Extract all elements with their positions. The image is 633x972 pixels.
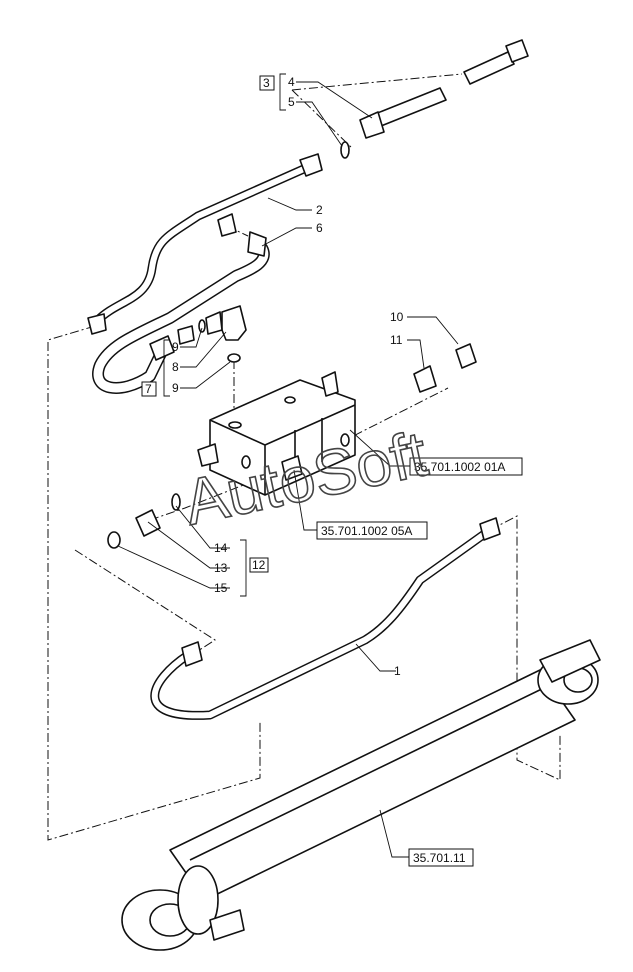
callout-12-box [249,557,269,573]
fitting-12 [107,493,181,549]
part-15-oring [107,531,121,549]
ref-box-cylinder [408,848,474,867]
tube-2 [87,153,323,335]
part-13-adapter [135,509,161,537]
part-10-cap [455,343,477,369]
tube-assembly-3 [340,39,529,159]
callout-3: 3 [263,76,270,90]
callout-10: 10 [390,310,404,324]
ref-valve-bottom: 35.701.1002 05A [321,524,412,538]
group-brackets [163,73,286,597]
adapter-fitting [217,213,237,237]
part-5-oring [340,141,350,159]
part-11-adapter [413,365,437,393]
tube-2-nut-top [299,153,323,177]
callout-4: 4 [288,75,295,89]
tube-2-nut-bottom [87,313,107,335]
elbow-fitting-7 [198,305,247,363]
callout-11: 11 [390,333,403,347]
callout-7: 7 [145,382,152,396]
callout-9-lower: 9 [172,381,179,395]
callout-5: 5 [288,95,295,109]
hose-6 [92,231,270,394]
tube-1 [150,517,501,720]
ref-cylinder: 35.701.11 [413,851,466,865]
part-4-fitting [359,111,385,139]
callout-8: 8 [172,360,179,374]
ref-box-valve-top [409,457,523,476]
callout-14: 14 [214,541,228,555]
control-valve-block [197,371,356,496]
callout-6: 6 [316,221,323,235]
callout-3-box [259,75,275,91]
ref-valve-top: 35.701.1002 01A [414,460,505,474]
callout-1: 1 [394,664,401,678]
hydraulic-cylinder [121,639,601,951]
ref-box-valve-bottom [316,521,428,540]
callout-15: 15 [214,581,228,595]
callout-12: 12 [252,558,266,572]
callout-2: 2 [316,203,323,217]
part-14-oring [171,493,181,511]
callout-9-upper: 9 [172,340,179,354]
callout-13: 13 [214,561,228,575]
hose-6-fitting [247,231,267,257]
callout-7-box [141,381,157,397]
fitting-10-11 [413,343,477,393]
leader-lines [117,81,459,858]
hose-6-end [149,335,175,361]
assembly-center-lines [47,73,561,841]
